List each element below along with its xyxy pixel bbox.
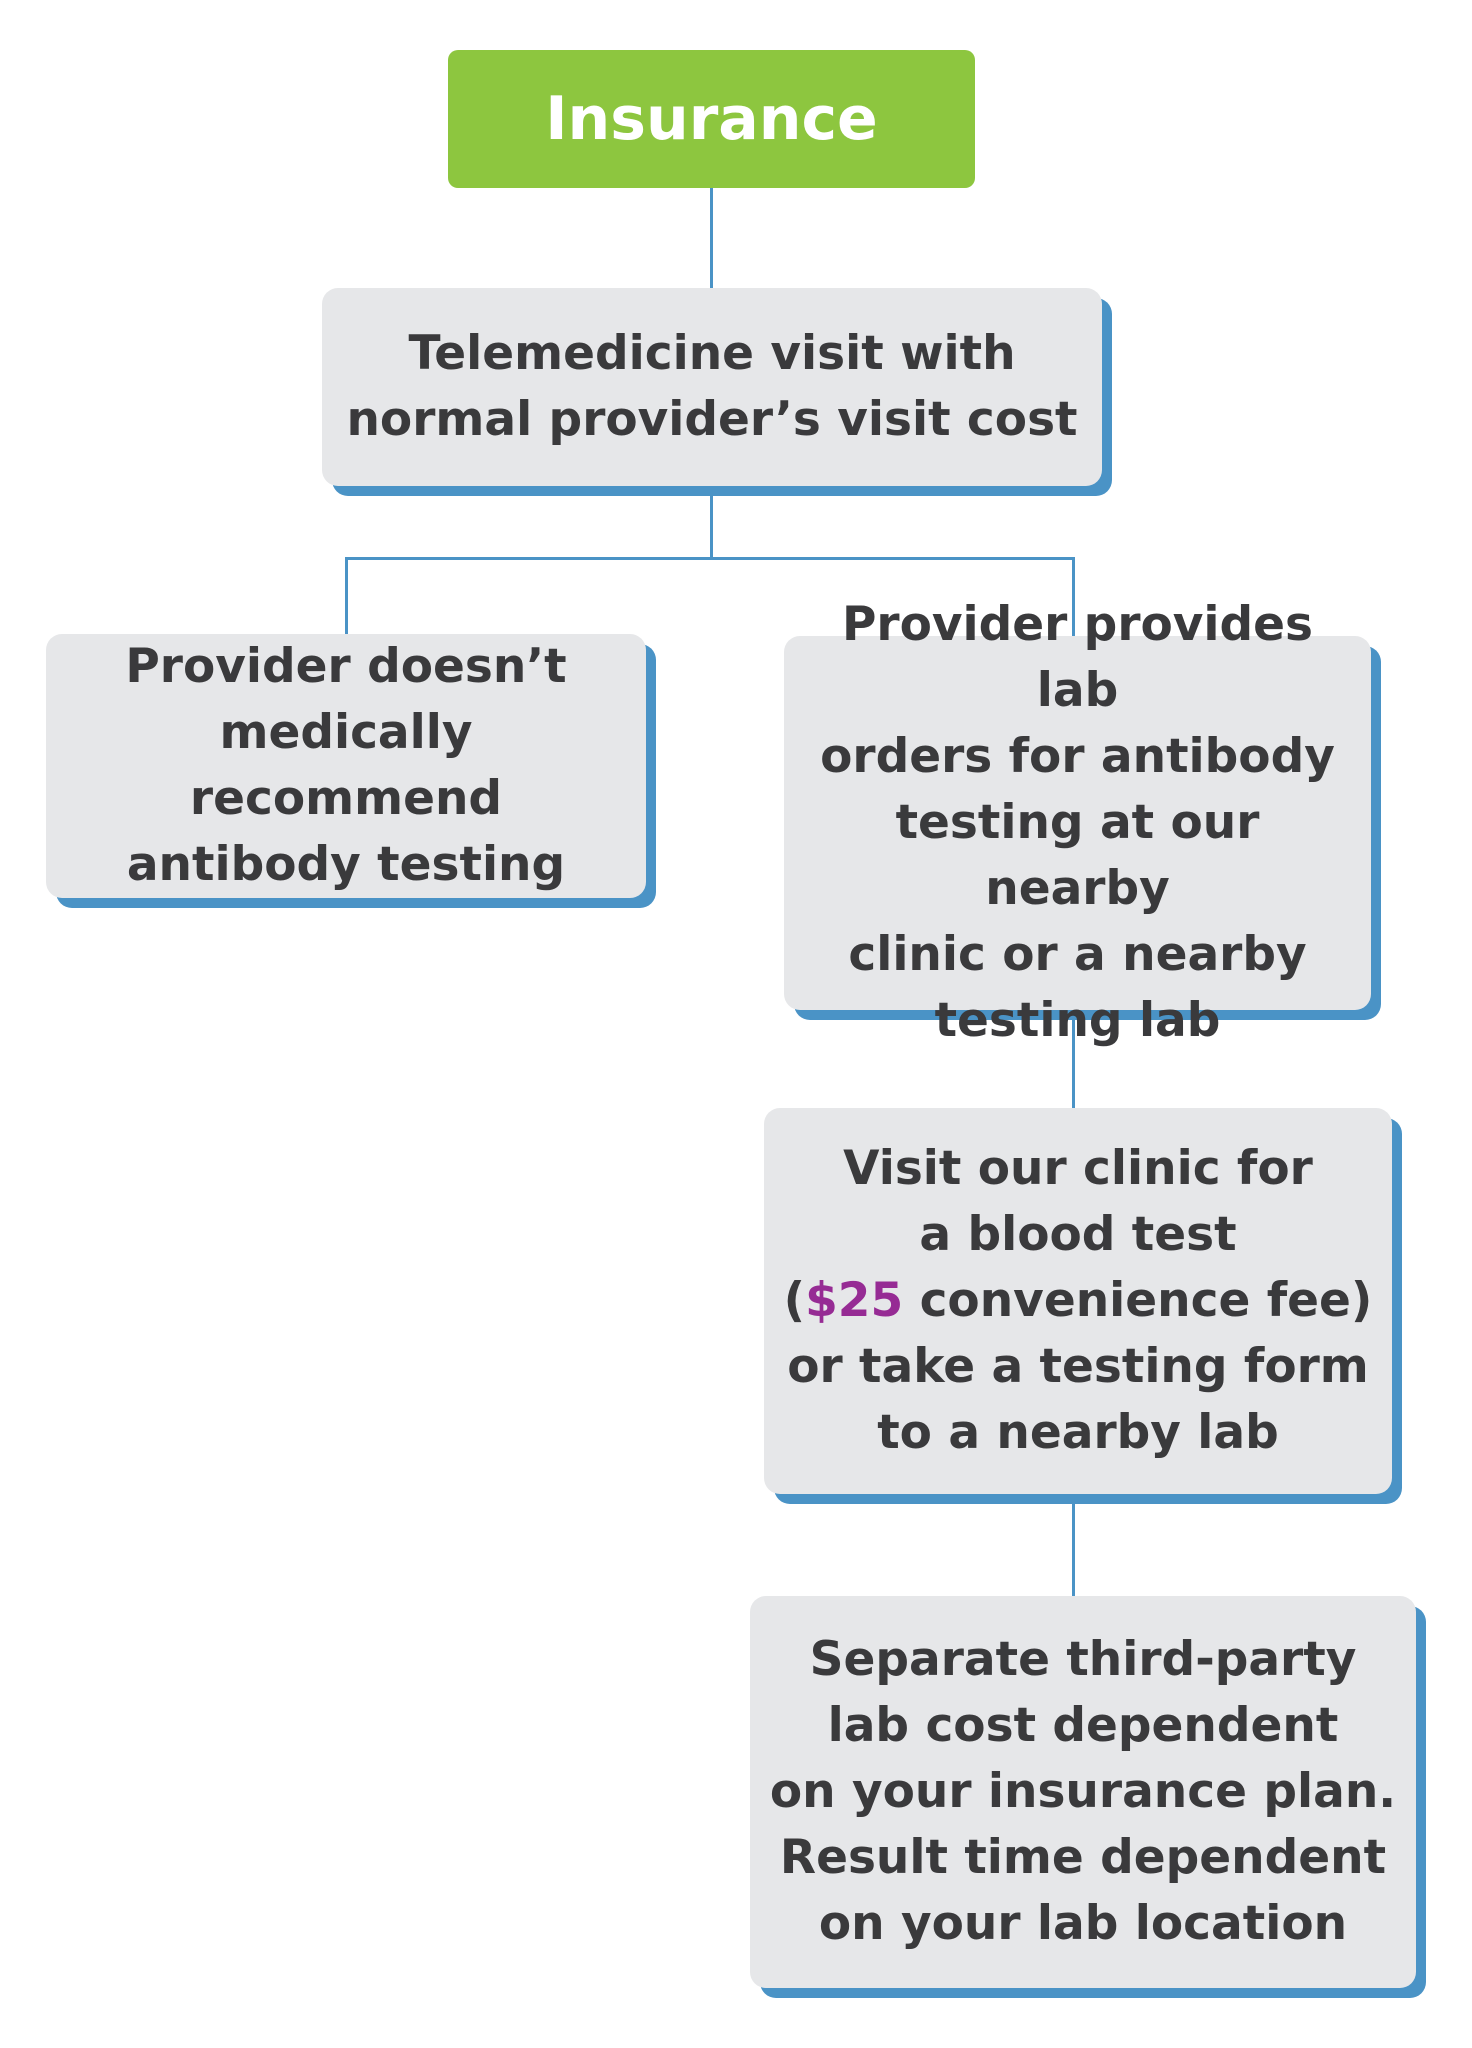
convenience-fee-price: $25	[805, 1273, 904, 1328]
node-insurance: Insurance	[448, 50, 975, 188]
node-telemedicine: Telemedicine visit with normal provider’…	[322, 288, 1102, 486]
node-third-party: Separate third-party lab cost dependent …	[750, 1596, 1416, 1988]
node-lab-orders: Provider provides lab orders for antibod…	[784, 597, 1371, 1048]
node-clinic-visit-label: Visit our clinic for a blood test ($25 c…	[784, 1136, 1373, 1466]
node-third-party-label: Separate third-party lab cost dependent …	[769, 1632, 1397, 1951]
connector-clinic-visit-to-third-party	[1072, 1494, 1075, 1596]
connector-telemedicine-down	[710, 488, 713, 560]
node-no-recommendation-label: Provider doesn’t medically recommend ant…	[125, 639, 567, 892]
connector-lab-orders-to-clinic-visit	[1072, 1010, 1075, 1108]
node-telemedicine-label: Telemedicine visit with normal provider’…	[346, 326, 1078, 447]
node-clinic-visit-text-end: convenience fee) or take a testing form …	[787, 1273, 1373, 1460]
node-clinic-visit: Visit our clinic for a blood test ($25 c…	[764, 1108, 1392, 1494]
connector-branch-horizontal	[345, 557, 1075, 560]
node-lab-orders-label: Provider provides lab orders for antibod…	[820, 597, 1335, 1048]
node-no-recommendation: Provider doesn’t medically recommend ant…	[46, 634, 646, 898]
connector-insurance-to-telemedicine	[710, 186, 713, 288]
node-clinic-visit-text-start: Visit our clinic for a blood test (	[783, 1141, 1313, 1328]
connector-to-lab-orders	[1072, 557, 1075, 636]
node-insurance-label: Insurance	[545, 84, 878, 154]
connector-to-no-recommendation	[345, 557, 348, 634]
